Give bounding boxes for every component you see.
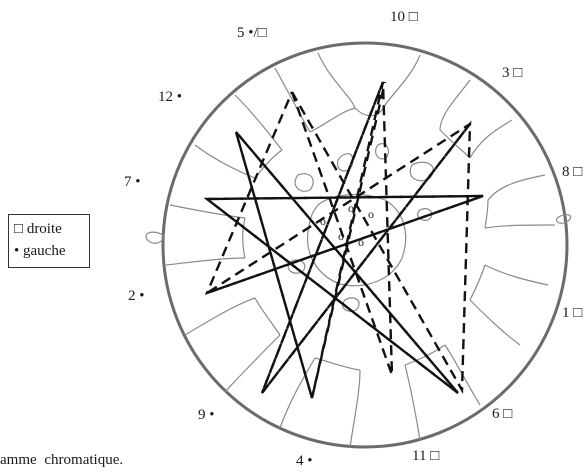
legend-label-gauche: gauche: [23, 243, 66, 259]
label-12: 12 •: [158, 89, 183, 105]
label-4: 4 •: [296, 453, 313, 469]
label-2: 2 •: [128, 288, 145, 304]
center-marks: o o o o o: [320, 201, 374, 249]
legend-item-droite: □ droite: [14, 218, 84, 240]
outer-circle: [161, 41, 569, 449]
square-symbol: □: [14, 221, 24, 237]
label-1: 1 □: [562, 305, 583, 321]
label-10: 10 □: [390, 9, 418, 25]
svg-text:o: o: [320, 214, 326, 228]
label-5: 5 •/□: [237, 25, 267, 41]
legend-label-droite: droite: [26, 221, 62, 237]
label-7: 7 •: [124, 174, 141, 190]
dot-symbol: •: [14, 243, 20, 259]
dashed-star: [203, 81, 484, 399]
label-9: 9 •: [198, 407, 215, 423]
svg-text:o: o: [338, 229, 344, 243]
label-3: 3 □: [502, 65, 523, 81]
svg-text:o: o: [348, 201, 354, 215]
legend-box: □ droite • gauche: [8, 214, 90, 268]
legend-item-gauche: • gauche: [14, 240, 84, 262]
label-8: 8 □: [562, 164, 583, 180]
label-6: 6 □: [492, 406, 513, 422]
svg-text:o: o: [358, 235, 364, 249]
label-11: 11 □: [412, 448, 440, 464]
svg-text:o: o: [368, 207, 374, 221]
figure-caption: amme chromatique.: [0, 452, 124, 468]
